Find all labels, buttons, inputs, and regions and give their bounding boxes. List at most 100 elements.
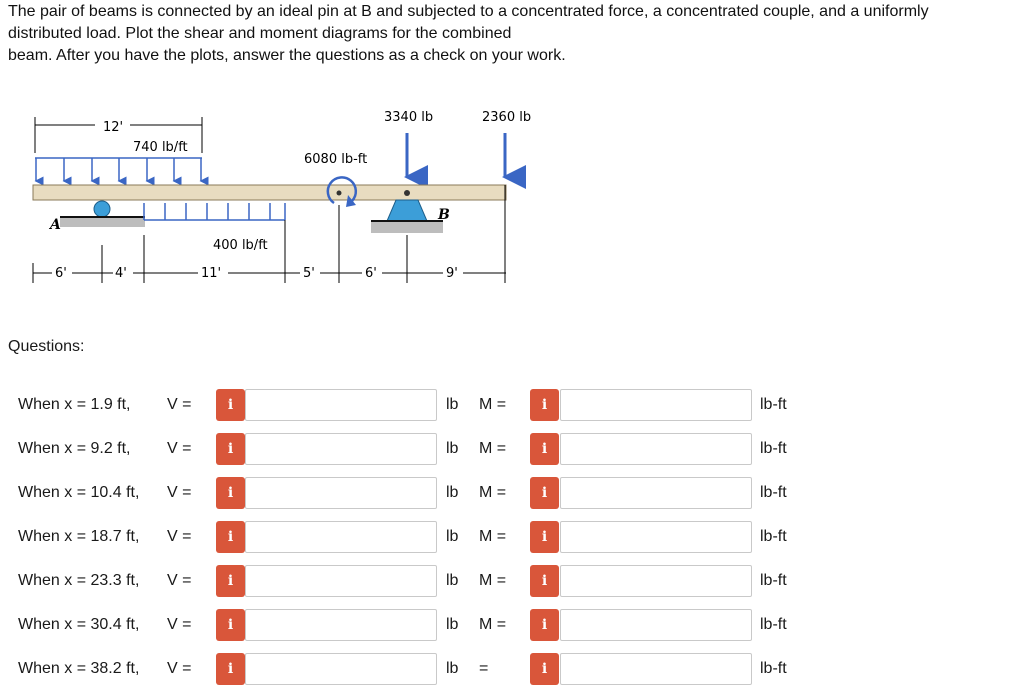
pin-support-b bbox=[386, 199, 428, 222]
question-label: When x = 30.4 ft, bbox=[18, 616, 140, 633]
dim-top-label: 12' bbox=[103, 120, 123, 135]
question-row: When x = 18.7 ft, V = i lb M = i lb-ft bbox=[0, 518, 1024, 558]
shear-input[interactable] bbox=[245, 521, 437, 553]
moment-input[interactable] bbox=[560, 565, 752, 597]
shear-input[interactable] bbox=[245, 565, 437, 597]
question-label: When x = 10.4 ft, bbox=[18, 484, 140, 501]
dim-label-6: 9' bbox=[446, 266, 458, 281]
question-row: When x = 30.4 ft, V = i lb M = i lb-ft bbox=[0, 606, 1024, 646]
moment-unit: lb-ft bbox=[760, 616, 787, 633]
force-1-label: 3340 lb bbox=[384, 110, 433, 125]
shear-input[interactable] bbox=[245, 477, 437, 509]
problem-line-2: distributed load. Plot the shear and mom… bbox=[8, 25, 512, 42]
shear-input[interactable] bbox=[245, 653, 437, 685]
info-icon[interactable]: i bbox=[216, 433, 245, 465]
shear-label: V = bbox=[167, 660, 192, 677]
info-icon[interactable]: i bbox=[216, 565, 245, 597]
moment-unit: lb-ft bbox=[760, 572, 787, 589]
shear-unit: lb bbox=[446, 440, 459, 457]
question-row: When x = 23.3 ft, V = i lb M = i lb-ft bbox=[0, 562, 1024, 602]
question-row: When x = 38.2 ft, V = i lb = i lb-ft bbox=[0, 650, 1024, 690]
moment-label: = bbox=[479, 660, 489, 677]
moment-label: M = bbox=[479, 396, 507, 413]
dim-label-1: 6' bbox=[55, 266, 67, 281]
info-icon[interactable]: i bbox=[530, 389, 559, 421]
info-icon[interactable]: i bbox=[530, 653, 559, 685]
shear-unit: lb bbox=[446, 660, 459, 677]
load-top-label: 740 lb/ft bbox=[133, 140, 188, 155]
dim-label-3: 11' bbox=[201, 266, 221, 281]
couple-arc-icon bbox=[326, 176, 358, 205]
problem-line-1: The pair of beams is connected by an ide… bbox=[8, 3, 929, 20]
moment-label: M = bbox=[479, 484, 507, 501]
moment-label: M = bbox=[479, 616, 507, 633]
ground-a bbox=[60, 217, 145, 227]
distributed-load-top bbox=[34, 157, 209, 186]
shear-unit: lb bbox=[446, 528, 459, 545]
shear-label: V = bbox=[167, 484, 192, 501]
info-icon[interactable]: i bbox=[530, 433, 559, 465]
dim-label-2: 4' bbox=[115, 266, 127, 281]
moment-input[interactable] bbox=[560, 433, 752, 465]
shear-input[interactable] bbox=[245, 609, 437, 641]
info-icon[interactable]: i bbox=[530, 609, 559, 641]
info-icon[interactable]: i bbox=[216, 521, 245, 553]
load-bottom-label: 400 lb/ft bbox=[213, 238, 268, 253]
shear-unit: lb bbox=[446, 396, 459, 413]
couple-arrowhead-icon bbox=[346, 195, 356, 207]
shear-label: V = bbox=[167, 440, 192, 457]
moment-label: M = bbox=[479, 572, 507, 589]
problem-statement: The pair of beams is connected by an ide… bbox=[8, 1, 1013, 67]
moment-unit: lb-ft bbox=[760, 396, 787, 413]
moment-unit: lb-ft bbox=[760, 440, 787, 457]
moment-unit: lb-ft bbox=[760, 528, 787, 545]
support-a-label: A bbox=[48, 217, 61, 233]
moment-unit: lb-ft bbox=[760, 484, 787, 501]
question-row: When x = 1.9 ft, V = i lb M = i lb-ft bbox=[0, 386, 1024, 426]
problem-line-3: beam. After you have the plots, answer t… bbox=[8, 47, 566, 64]
support-b-label: B bbox=[437, 207, 450, 223]
roller-support-a bbox=[93, 200, 111, 218]
shear-label: V = bbox=[167, 528, 192, 545]
dim-label-5: 6' bbox=[365, 266, 377, 281]
shear-unit: lb bbox=[446, 616, 459, 633]
moment-input[interactable] bbox=[560, 521, 752, 553]
info-icon[interactable]: i bbox=[530, 565, 559, 597]
question-row: When x = 10.4 ft, V = i lb M = i lb-ft bbox=[0, 474, 1024, 514]
shear-label: V = bbox=[167, 616, 192, 633]
question-label: When x = 38.2 ft, bbox=[18, 660, 140, 677]
dim-label-4: 5' bbox=[303, 266, 315, 281]
info-icon[interactable]: i bbox=[530, 521, 559, 553]
info-icon[interactable]: i bbox=[216, 653, 245, 685]
moment-label: M = bbox=[479, 440, 507, 457]
moment-input[interactable] bbox=[560, 609, 752, 641]
question-label: When x = 9.2 ft, bbox=[18, 440, 131, 457]
shear-input[interactable] bbox=[245, 389, 437, 421]
info-icon[interactable]: i bbox=[216, 609, 245, 641]
moment-input[interactable] bbox=[560, 389, 752, 421]
info-icon[interactable]: i bbox=[216, 477, 245, 509]
info-icon[interactable]: i bbox=[530, 477, 559, 509]
beam-figure: 12' 740 lb/ft 6080 lb-ft 3340 lb 2360 lb bbox=[0, 95, 560, 295]
shear-label: V = bbox=[167, 396, 192, 413]
shear-input[interactable] bbox=[245, 433, 437, 465]
beam-diagram: 12' 740 lb/ft 6080 lb-ft 3340 lb 2360 lb bbox=[32, 110, 531, 283]
question-row: When x = 9.2 ft, V = i lb M = i lb-ft bbox=[0, 430, 1024, 470]
shear-unit: lb bbox=[446, 572, 459, 589]
beam bbox=[32, 184, 507, 201]
shear-label: V = bbox=[167, 572, 192, 589]
ground-b bbox=[371, 221, 443, 233]
distributed-load-bottom bbox=[143, 203, 286, 221]
info-icon[interactable]: i bbox=[216, 389, 245, 421]
moment-unit: lb-ft bbox=[760, 660, 787, 677]
question-label: When x = 23.3 ft, bbox=[18, 572, 140, 589]
shear-unit: lb bbox=[446, 484, 459, 501]
couple-point bbox=[336, 190, 342, 196]
moment-label: M = bbox=[479, 528, 507, 545]
moment-input[interactable] bbox=[560, 477, 752, 509]
question-label: When x = 1.9 ft, bbox=[18, 396, 131, 413]
questions-header: Questions: bbox=[8, 338, 85, 355]
couple-label: 6080 lb-ft bbox=[304, 152, 367, 167]
question-label: When x = 18.7 ft, bbox=[18, 528, 140, 545]
moment-input[interactable] bbox=[560, 653, 752, 685]
